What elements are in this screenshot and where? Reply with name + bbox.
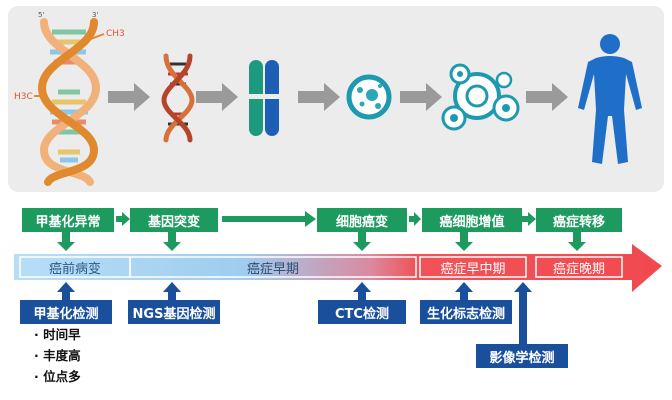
advantage-text: 时间早 [43,327,81,342]
arrow-up-icon [455,282,473,300]
arrow-up-icon [163,282,181,300]
advantage-text: 位点多 [43,369,81,384]
arrow-down-icon [455,232,473,251]
mutated-dna-icon [161,53,195,143]
advantage-text: 丰度高 [43,348,81,363]
advantage-item: · 位点多 [34,366,81,387]
stage-late: 癌症晚期 [552,261,605,277]
cell-cluster-icon [441,63,520,131]
event-cell-cancer: 细胞癌变 [317,208,407,232]
arrow-right-icon [116,212,130,226]
human-body-icon [578,34,642,164]
arrow-right-icon [108,83,150,111]
arrow-up-icon [353,282,371,300]
arrow-down-icon [57,232,75,251]
prime5-label: 5' [38,11,44,19]
arrow-right-icon [409,212,421,226]
stage-early: 癌症早期 [246,261,299,277]
arrow-right-icon [522,212,536,226]
dna-helix-icon [34,18,105,186]
detect-methylation: 甲基化检测 [20,300,112,324]
detect-ctc: CTC检测 [318,300,406,324]
arrow-down-icon [353,232,371,251]
arrow-up-icon [514,282,532,344]
event-mutation: 基因突变 [130,208,218,232]
arrow-right-icon [526,83,568,111]
chromosome-icon [247,60,281,136]
ch3-label: CH3 [106,29,125,39]
bullet-mark: · [34,369,39,384]
event-metastasis: 癌症转移 [536,208,622,232]
event-methylation: 甲基化异常 [22,208,114,232]
detection-connectors [57,282,532,344]
stage-mid: 癌症早中期 [440,261,506,277]
event-connectors [57,211,586,251]
detect-ngs: NGS基因检测 [128,300,220,324]
stage-pre: 癌前病变 [48,261,101,277]
event-proliferation: 癌细胞增值 [422,208,522,232]
arrow-right-icon [298,83,340,111]
advantages-list: · 时间早 · 丰度高 · 位点多 [34,324,81,387]
bullet-mark: · [34,327,39,342]
advantage-item: · 时间早 [34,324,81,345]
advantage-item: · 丰度高 [34,345,81,366]
detect-biomarker: 生化标志检测 [420,300,512,324]
arrow-right-icon [196,83,238,111]
detect-imaging: 影像学检测 [476,344,568,368]
stage-frames [19,256,623,278]
arrow-right-icon [222,211,316,227]
bullet-mark: · [34,348,39,363]
arrow-right-icon [400,83,442,111]
h3c-label: H3C [14,92,33,102]
timeline-arrow [14,244,662,292]
arrow-down-icon [163,232,181,251]
arrow-down-icon [568,232,586,251]
arrow-up-icon [57,282,75,300]
cell-icon [346,74,392,120]
prime3-label: 3' [92,11,98,19]
progress-arrows [108,83,568,111]
